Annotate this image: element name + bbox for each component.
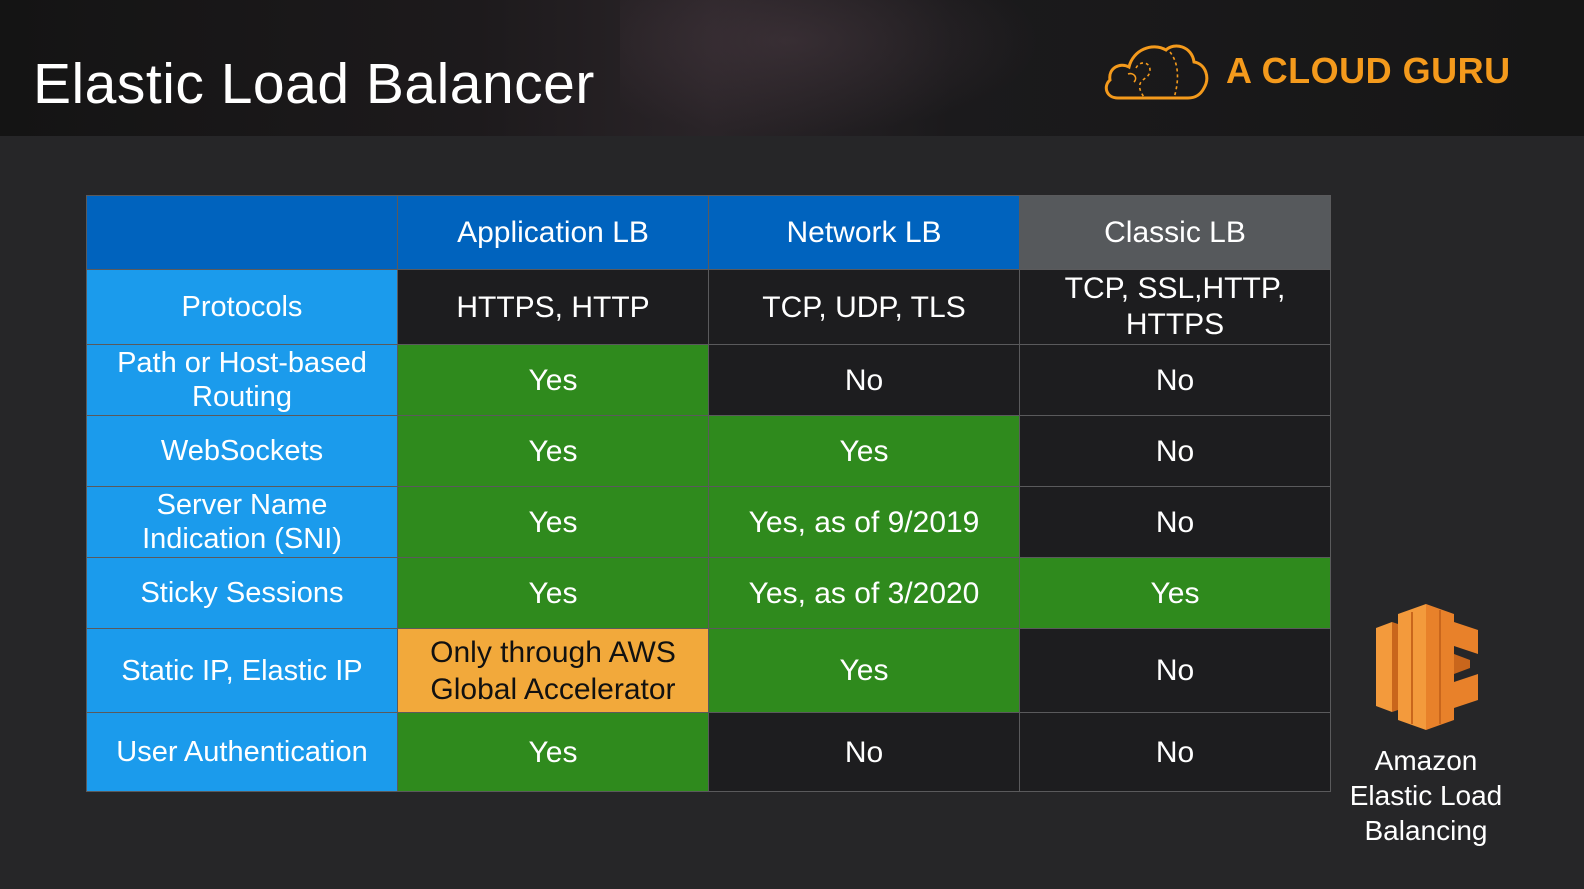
table-row: Sticky Sessions Yes Yes, as of 3/2020 Ye… [86,557,1331,629]
table-cell: Yes [397,344,709,416]
table-cell: Yes [397,415,709,487]
table-row: Protocols HTTPS, HTTP TCP, UDP, TLS TCP,… [86,269,1331,345]
brand-name: A CLOUD GURU [1226,50,1511,91]
column-header-network-lb: Network LB [708,195,1020,270]
row-header-routing: Path or Host-based Routing [86,344,398,416]
table-row: WebSockets Yes Yes No [86,415,1331,487]
table-cell: Yes [1019,557,1331,629]
table-cell: No [1019,628,1331,713]
table-row: Path or Host-based Routing Yes No No [86,344,1331,416]
service-caption-line: Elastic Load [1349,780,1503,811]
table-cell: Only through AWS Global Accelerator [397,628,709,713]
table-header-row: Application LB Network LB Classic LB [86,195,1331,270]
column-header-classic-lb: Classic LB [1019,195,1331,270]
row-header-static-ip: Static IP, Elastic IP [86,628,398,713]
table-cell: No [708,712,1020,792]
cloud-icon [1104,44,1209,100]
table-cell: Yes [397,486,709,558]
table-cell: Yes [708,628,1020,713]
table-row: User Authentication Yes No No [86,712,1331,792]
table-cell: No [1019,486,1331,558]
row-header-sni: Server Name Indication (SNI) [86,486,398,558]
table-cell: TCP, SSL,HTTP, HTTPS [1019,269,1331,345]
table-row: Static IP, Elastic IP Only through AWS G… [86,628,1331,713]
table-row: Server Name Indication (SNI) Yes Yes, as… [86,486,1331,558]
elastic-load-balancing-icon [1376,604,1478,730]
table-cell: Yes [397,557,709,629]
service-caption-line: Amazon [1374,745,1478,776]
service-caption: Amazon Elastic Load Balancing [1346,743,1506,848]
table-corner-cell [86,195,398,270]
elastic-load-balancing-logo: Amazon Elastic Load Balancing [1346,600,1506,848]
row-header-sticky-sessions: Sticky Sessions [86,557,398,629]
table-cell: Yes [397,712,709,792]
table-cell: Yes, as of 9/2019 [708,486,1020,558]
comparison-table: Application LB Network LB Classic LB Pro… [86,195,1331,792]
header-bar [0,0,1584,136]
row-header-protocols: Protocols [86,269,398,345]
table-cell: No [1019,415,1331,487]
table-cell: No [1019,344,1331,416]
service-caption-line: Balancing [1364,815,1488,846]
brand-logo: A CLOUD GURU [1100,36,1511,106]
table-cell: HTTPS, HTTP [397,269,709,345]
slide-title: Elastic Load Balancer [33,52,595,116]
table-cell: TCP, UDP, TLS [708,269,1020,345]
row-header-websockets: WebSockets [86,415,398,487]
table-cell: No [708,344,1020,416]
row-header-user-authentication: User Authentication [86,712,398,792]
table-cell: Yes, as of 3/2020 [708,557,1020,629]
column-header-application-lb: Application LB [397,195,709,270]
table-cell: No [1019,712,1331,792]
table-cell: Yes [708,415,1020,487]
